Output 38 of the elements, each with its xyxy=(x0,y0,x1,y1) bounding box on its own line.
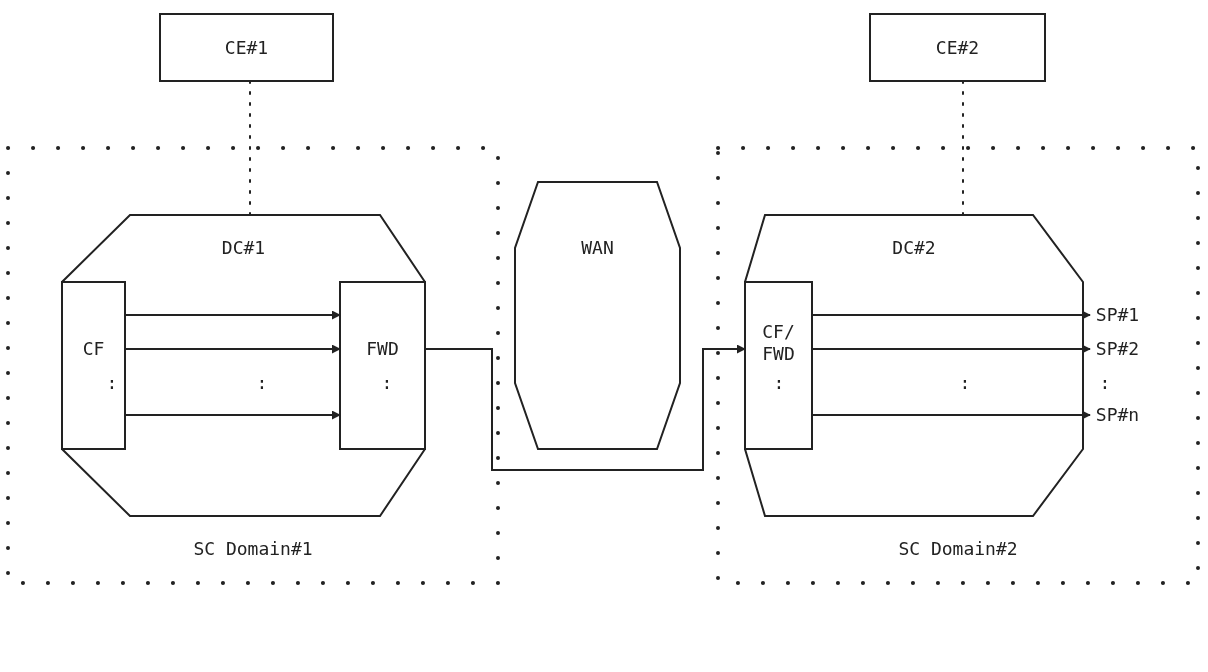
continuation-mark: : xyxy=(106,371,118,393)
node-label: DC#1 xyxy=(221,237,266,259)
arrow xyxy=(811,410,1091,420)
arrow xyxy=(424,344,746,471)
arrow xyxy=(811,310,1091,320)
node-label: DC#2 xyxy=(892,237,936,259)
data-center-outline xyxy=(62,215,425,516)
function-box xyxy=(62,282,125,449)
device-box xyxy=(870,14,1045,81)
node-label: CE#2 xyxy=(935,37,980,59)
node-label: SP#1 xyxy=(1095,304,1140,326)
node-label: SC Domain#1 xyxy=(193,538,313,560)
continuation-mark: : xyxy=(1099,371,1111,393)
continuation-mark: : xyxy=(773,371,785,393)
data-center-outline xyxy=(745,215,1083,516)
node-label: SC Domain#2 xyxy=(898,538,1018,560)
arrow xyxy=(124,410,341,420)
arrow xyxy=(811,344,1091,354)
node-label: CE#1 xyxy=(224,37,269,59)
continuation-mark: : xyxy=(381,371,393,393)
node-label: SP#n xyxy=(1095,404,1140,426)
node-label: SP#2 xyxy=(1095,338,1140,360)
dotted-connector xyxy=(962,80,964,216)
continuation-mark: : xyxy=(256,371,268,393)
continuation-mark: : xyxy=(959,371,971,393)
node-label: WAN xyxy=(581,237,614,259)
network-outline xyxy=(515,182,680,449)
function-box xyxy=(745,282,812,449)
domain-boundary xyxy=(718,148,1198,583)
device-box xyxy=(160,14,333,81)
node-label: CF/ FWD xyxy=(761,321,796,365)
function-box xyxy=(340,282,425,449)
arrow xyxy=(124,310,341,320)
node-label: CF xyxy=(82,338,105,360)
node-label: FWD xyxy=(366,338,399,360)
domain-boundary xyxy=(8,148,498,583)
arrow xyxy=(124,344,341,354)
dotted-connector xyxy=(249,80,251,216)
